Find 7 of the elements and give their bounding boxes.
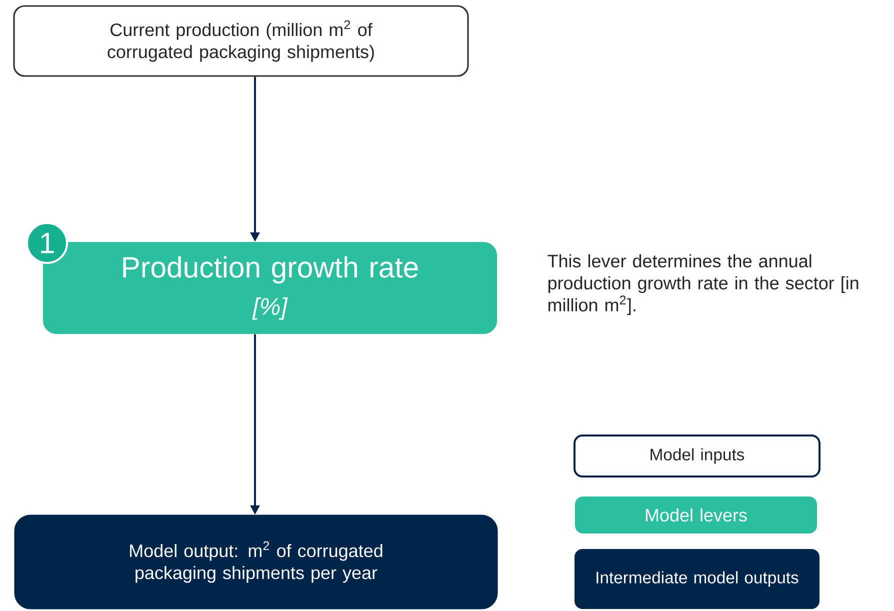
legend-box: Intermediate model outputs [574,549,820,609]
description-text: This lever determines the annual production growth rate in the sector [in million m$^{2}$]. [548,254,858,316]
output-box: Model output: m$^{2}$ of corrugated packaging shipments per year [14,514,498,610]
legend-box: Model inputs [574,434,820,478]
input-box: Current production (million m$^{2}$ of corrugated packaging shipments) [13,5,469,77]
number-badge: 1 [26,222,68,264]
legend-box: Model levers [575,496,817,534]
